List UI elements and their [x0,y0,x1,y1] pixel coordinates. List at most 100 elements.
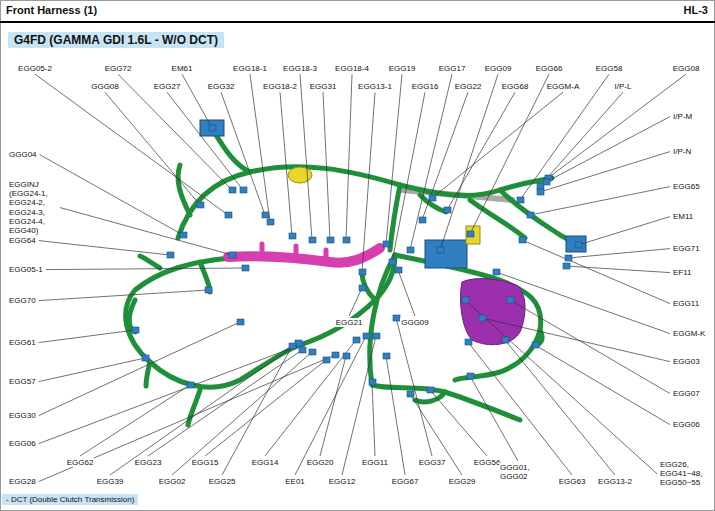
connector-icon [242,265,249,271]
connector-icon [507,297,514,303]
leader-line [447,92,515,210]
leader-line [522,240,670,304]
connector-code: EGG12 [328,477,357,486]
connector-icon [462,297,469,303]
leader-line [172,352,312,475]
connector-code: EGG27 [153,82,182,91]
connector-icon [240,187,247,193]
connector-icon [407,247,414,253]
leader-line [362,92,375,272]
connector-icon [543,179,550,185]
leader-line [250,74,270,222]
leader-line [468,342,572,475]
connector-icon [393,315,400,321]
connector-icon [465,339,472,345]
injector-harness [228,248,380,263]
connector-code: EGG67 [391,477,420,486]
connector-icon [323,357,330,363]
connector-icon [389,259,396,265]
leader-line [167,92,243,190]
connector-icon [229,187,236,193]
connector-icon [519,237,526,243]
connector-code: EM61 [171,64,194,73]
leader-line [410,394,462,475]
connector-code: I/P-N [672,147,692,156]
leader-line [470,376,518,461]
leader-line [430,390,487,456]
em11-connector [566,236,586,252]
leader-line [440,74,498,250]
connector-code: EGG58 [595,64,624,73]
connector-icon [209,125,216,131]
connector-code: EGG18-2 [262,82,298,91]
connector-code: EGG62 [66,458,95,467]
connector-code: EGG17 [438,64,467,73]
connector-code: EGG18-3 [282,64,318,73]
em61-connector [200,120,224,136]
connector-icon [493,269,500,275]
connector-icon [197,202,204,208]
connector-icon [142,355,149,361]
connector-icon [353,337,360,343]
leader-line [520,74,609,200]
leader-line [422,92,468,220]
connector-icon [267,219,274,225]
connector-code: EGG65 [672,182,701,191]
leader-lines [35,74,686,481]
connector-icon [289,343,296,349]
connector-code: EGG06 [672,420,701,429]
connector-code: EGG19 [388,64,417,73]
leader-line [222,346,292,475]
leader-line [118,74,232,190]
connector-code: EGG37 [418,458,447,467]
leader-line [410,74,452,250]
connector-code: EE01 [284,477,306,486]
leader-line [39,355,335,482]
leader-line [265,340,356,456]
leader-line [510,300,670,394]
connector-icon [309,349,316,355]
leader-line [110,343,298,475]
connector-icon [299,347,306,353]
connector-code: EGG18-1 [232,64,268,73]
leader-line [535,345,670,425]
leader-line [546,117,670,182]
leader-line [566,266,670,273]
connector-code: GGG08 [90,82,120,91]
connector-code: EGG08 [672,64,701,73]
node-text: - DCT (Double Clutch Transmission) [6,495,134,504]
connector-code: GGG04 [8,150,38,159]
connector-code: I/P-M [672,112,693,121]
connector-icon [180,232,187,238]
leader-line [470,74,549,234]
leader-line [482,318,670,362]
connector-icon [205,287,212,293]
connector-icon [187,382,194,388]
connector-icon [467,231,474,237]
connector-code: EGG06 [8,439,37,448]
connector-code: EGG72 [104,64,133,73]
connector-code: EGG70 [8,296,37,305]
connector-code: EGG61 [8,338,37,347]
leader-line [349,288,362,316]
connector-icon [359,285,366,291]
connector-code: EGG68 [501,82,530,91]
connector-code: GGG01, GGG02 [499,463,537,481]
connector-code: EGG57 [8,377,37,386]
header-rule [0,21,715,23]
connector-icon [359,269,366,275]
node-text: G4FD (GAMMA GDI 1.6L - W/O DCT) [14,33,218,47]
leader-line [465,300,657,474]
leader-line [80,385,190,456]
connector-code: EGG05-1 [8,265,44,274]
connector-icon [132,327,139,333]
leader-line [432,92,563,198]
connector-code: EGG20 [306,458,335,467]
connector-code: EGG32 [207,82,236,91]
connector-icon [419,217,426,223]
leader-line [323,92,330,240]
leader-line [39,241,170,255]
leader-line [39,290,208,301]
connector-code: EGG11 [361,458,389,467]
